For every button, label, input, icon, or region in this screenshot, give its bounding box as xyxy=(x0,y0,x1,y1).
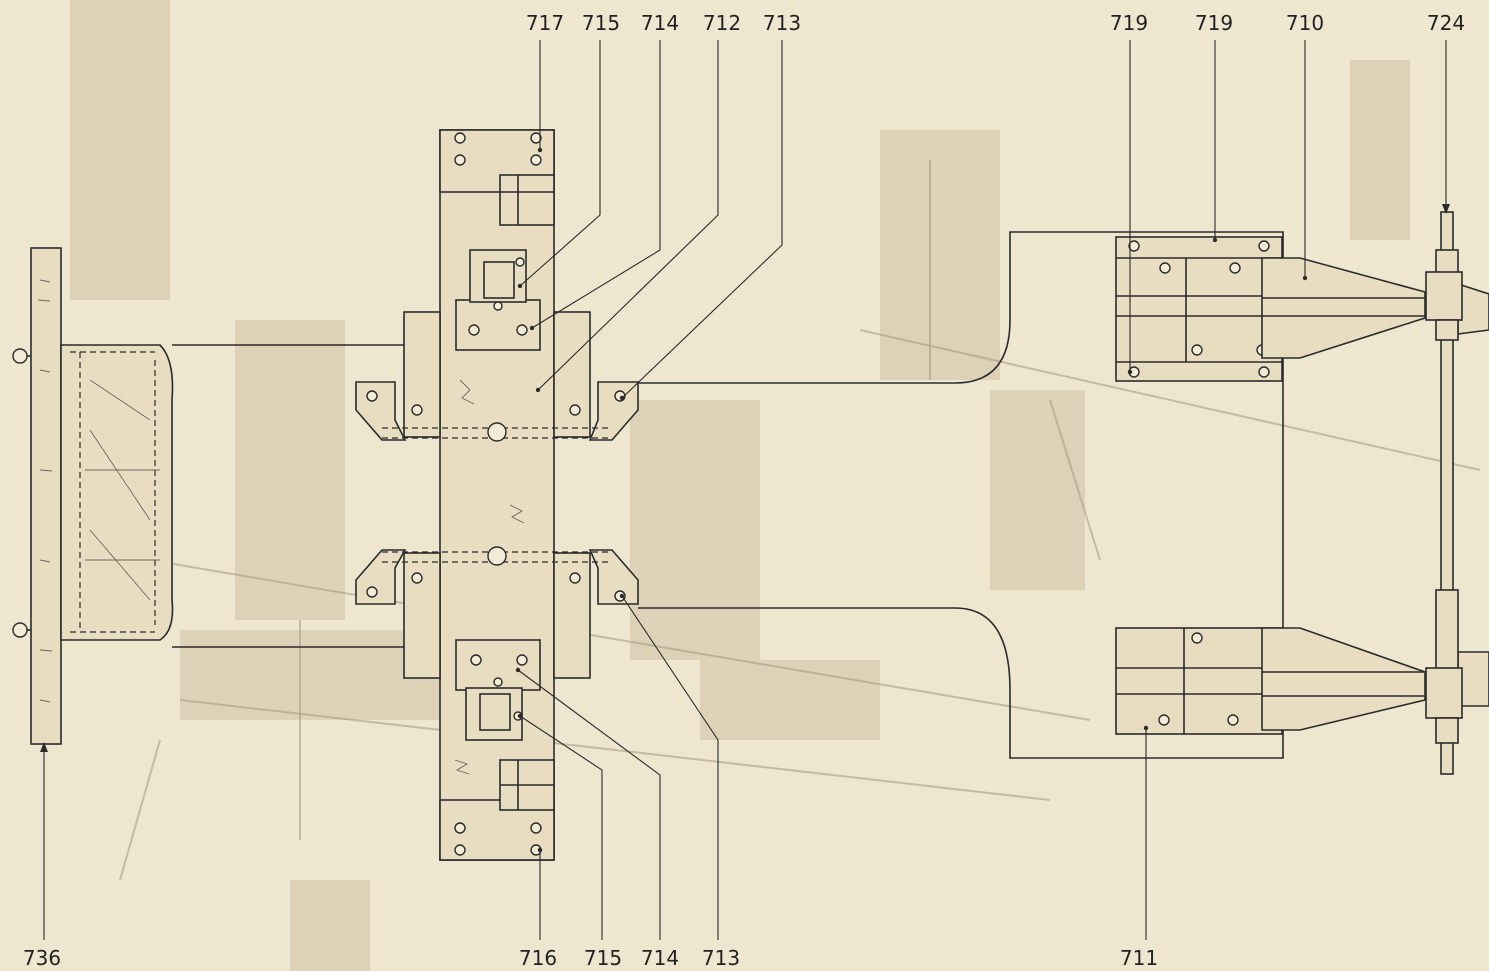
callout-label: 716 xyxy=(519,946,557,970)
callout-label: 710 xyxy=(1286,11,1324,35)
callout-label: 714 xyxy=(641,946,679,970)
upper-mounting-block-719 xyxy=(1115,236,1283,382)
callout-label: 715 xyxy=(584,946,622,970)
callouts-bottom: 736 716 715 714 713 711 xyxy=(23,946,1158,970)
background-ghost-image xyxy=(70,0,1481,971)
callout-label: 736 xyxy=(23,946,61,970)
shaft-724 xyxy=(1425,211,1463,775)
end-bracket xyxy=(60,344,174,641)
leader-lines xyxy=(40,40,1450,940)
bottom-clamp-716 xyxy=(439,759,555,861)
arms-710 xyxy=(1261,257,1489,731)
callout-label: 719 xyxy=(1195,11,1233,35)
callout-label: 717 xyxy=(526,11,564,35)
cross-plates xyxy=(403,311,591,679)
top-clamp-717 xyxy=(439,129,555,226)
lower-mounting-block xyxy=(1115,627,1283,735)
callout-label: 724 xyxy=(1427,11,1465,35)
callout-label: 715 xyxy=(582,11,620,35)
callout-label: 714 xyxy=(641,11,679,35)
upper-guide-holder-714 xyxy=(455,249,541,351)
callout-label: 711 xyxy=(1120,946,1158,970)
central-column-712 xyxy=(439,129,555,861)
callout-label: 713 xyxy=(763,11,801,35)
callouts-top: 717 715 714 712 713 719 719 710 724 xyxy=(526,11,1465,35)
base-plate-711 xyxy=(638,231,1284,759)
upper-brackets-713 xyxy=(355,381,639,442)
lower-brackets-713 xyxy=(355,546,639,605)
callout-label: 712 xyxy=(703,11,741,35)
callout-label: 719 xyxy=(1110,11,1148,35)
rails-left xyxy=(172,344,405,648)
end-plate-736 xyxy=(12,247,62,745)
callout-label: 713 xyxy=(702,946,740,970)
